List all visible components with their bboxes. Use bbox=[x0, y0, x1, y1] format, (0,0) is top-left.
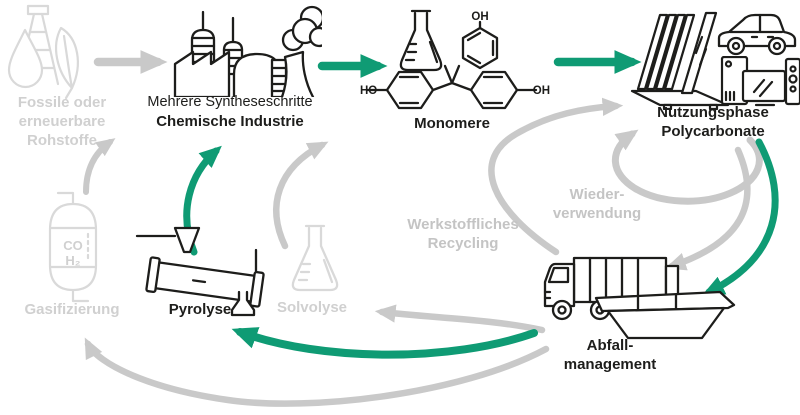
monitor bbox=[741, 69, 787, 103]
chemical-plant-icon bbox=[173, 5, 322, 97]
arrow-nutzungsphase-to-abfallmanagement-green bbox=[701, 138, 779, 296]
arrow-wiederverwendung-loop bbox=[611, 129, 763, 205]
label-chemische-industrie: Mehrere Syntheseschritte Chemische Indus… bbox=[147, 93, 312, 131]
bisphenol-a-structure-icon bbox=[366, 64, 538, 110]
glass-sheets-rack-icon bbox=[630, 11, 730, 110]
abfallmanagement-icons bbox=[543, 256, 736, 340]
arrow-solvolyse-to-chemische-industrie bbox=[273, 141, 329, 250]
feed-hopper bbox=[173, 226, 201, 254]
erlenmeyer-flask-icon bbox=[399, 9, 443, 72]
car-icon bbox=[717, 13, 797, 56]
phenol-oh-label: OH bbox=[471, 11, 488, 23]
gasifier-h2-label: H₂ bbox=[65, 253, 80, 268]
label-pyrolyse: Pyrolyse bbox=[168, 301, 232, 318]
derrick-crown bbox=[26, 4, 50, 16]
arrow-werkstoffliches-recycling bbox=[488, 97, 624, 256]
arrow-gasifizierung-to-chemische-industrie bbox=[83, 138, 116, 195]
arrow-abfallmanagement-to-pyrolyse bbox=[231, 327, 538, 359]
leaf-stem bbox=[62, 34, 74, 100]
smoke-cloud bbox=[281, 5, 322, 52]
arrow-abfallmanagement-to-gasifizierung bbox=[84, 337, 550, 407]
cooling-tower bbox=[280, 50, 315, 97]
label-monomere: Monomere bbox=[414, 115, 490, 132]
kiln-body bbox=[145, 256, 265, 308]
label-werkstoffliches-recycling: Werkstoffliches Recycling bbox=[407, 216, 519, 252]
label-wiederverwendung: Wieder- verwendung bbox=[552, 186, 642, 222]
label-rohstoffe: Fossile oder erneuerbare Rohstoffe bbox=[17, 94, 107, 149]
factory-building bbox=[173, 50, 231, 97]
label-gasifizierung: Gasifizierung bbox=[24, 301, 120, 318]
label-abfallmanagement: Abfall- management bbox=[563, 337, 657, 373]
desktop-computer-icon bbox=[720, 56, 800, 107]
bisphenol-ho-label: HO bbox=[360, 85, 377, 97]
oil-derrick-drop-leaf-icon bbox=[7, 4, 79, 100]
arrow-abfallmanagement-to-solvolyse bbox=[374, 304, 546, 334]
arrow-nutzungsphase-to-abfallmanagement-gray bbox=[665, 146, 751, 271]
gasifier-reactor-icon: CO H₂ bbox=[48, 191, 98, 303]
label-solvolyse: Solvolyse bbox=[276, 299, 348, 316]
monomere-structures: OH HO OH bbox=[360, 9, 550, 110]
phenol-structure-icon bbox=[461, 20, 499, 70]
bisphenol-oh-label: OH bbox=[533, 85, 550, 97]
label-nutzungsphase: Nutzungsphase Polycarbonate bbox=[657, 104, 769, 140]
water-drop bbox=[7, 28, 44, 89]
skip-container-icon bbox=[594, 290, 736, 340]
collection-vessel bbox=[230, 290, 256, 317]
chemische-industrie-subtitle: Mehrere Syntheseschritte bbox=[147, 94, 313, 110]
chemische-industrie-title: Chemische Industrie bbox=[156, 113, 304, 130]
gasifier-co-label: CO bbox=[63, 238, 83, 253]
solvolyse-flask-icon bbox=[291, 224, 339, 292]
rotary-kiln-icon bbox=[135, 226, 265, 317]
front-sheet bbox=[680, 11, 718, 95]
